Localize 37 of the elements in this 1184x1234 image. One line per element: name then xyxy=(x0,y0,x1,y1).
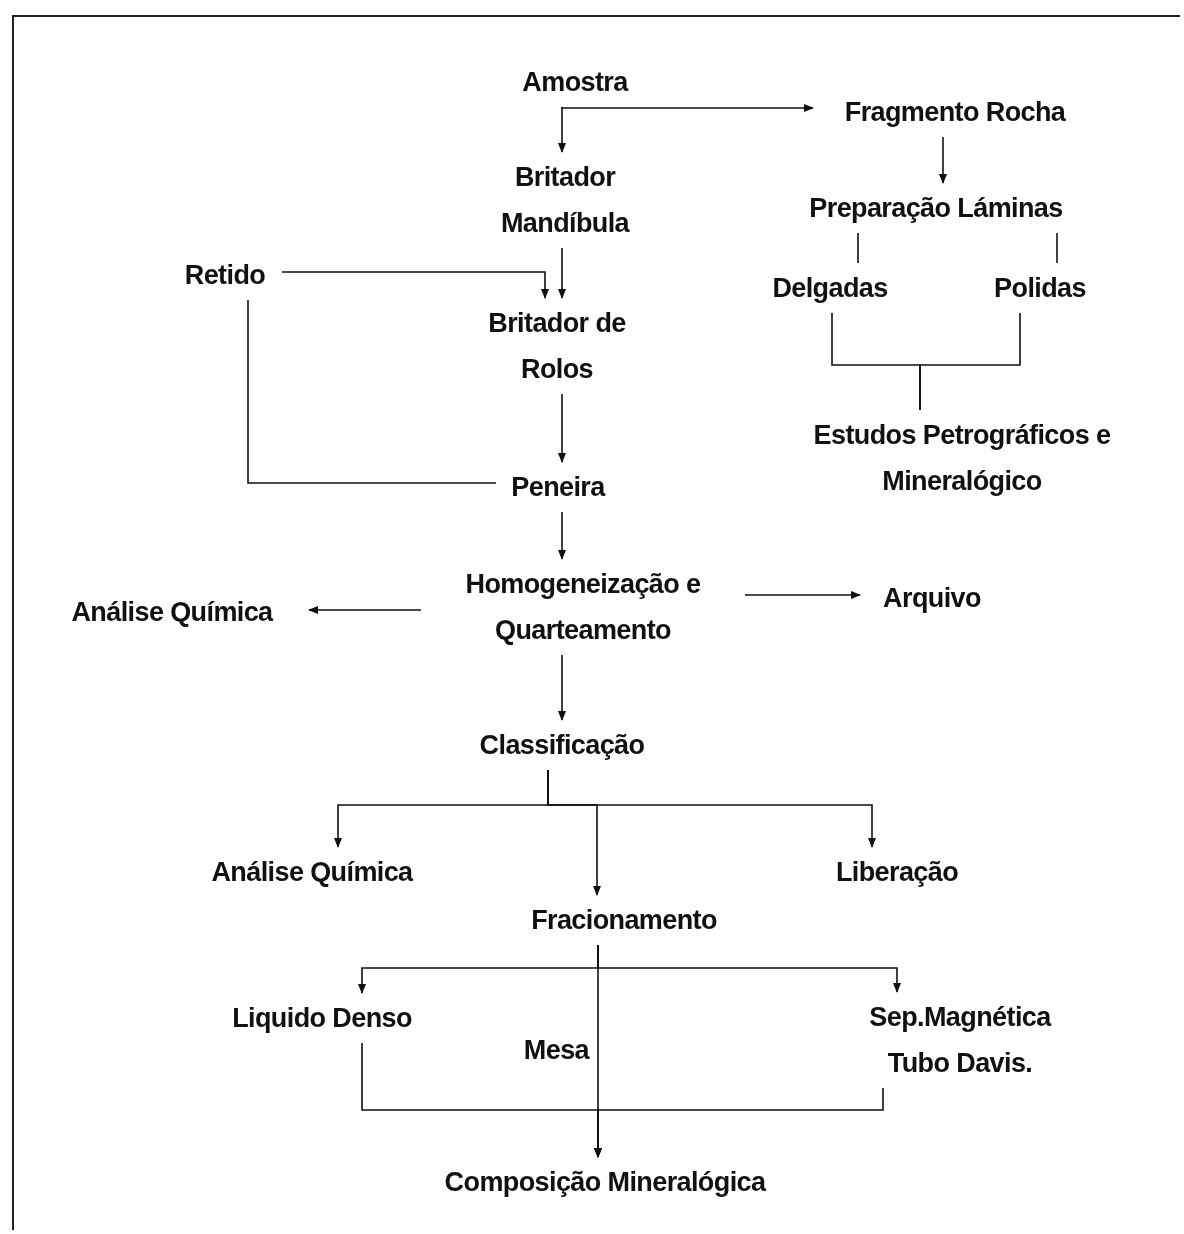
node-label: Liberação xyxy=(835,856,959,889)
node-label: Homogeneização e Quarteamento xyxy=(464,568,702,647)
node-label: Retido xyxy=(184,259,266,292)
node-label: Preparação Láminas xyxy=(809,192,1063,225)
node-label: Britador de Rolos xyxy=(487,307,627,386)
node-label: Delgadas xyxy=(772,272,888,305)
node-label: Britador Mandíbula xyxy=(499,161,631,240)
arrow xyxy=(281,271,549,299)
node-label: Liquido Denso xyxy=(232,1002,412,1035)
node-label: Peneira xyxy=(511,471,605,504)
connector-line xyxy=(1056,232,1058,264)
node-label: Classificação xyxy=(479,729,645,762)
node-label: Polidas xyxy=(994,272,1086,305)
node-label: Tubo Davis. xyxy=(887,1047,1033,1080)
arrow xyxy=(744,591,861,599)
arrow xyxy=(558,106,566,153)
node-label: Análise Química xyxy=(211,856,413,889)
node-label: Estudos Petrográficos e Mineralógico xyxy=(812,419,1112,498)
node-label: Composição Mineralógica xyxy=(444,1166,766,1199)
arrow xyxy=(558,247,566,299)
node-label: Fragmento Rocha xyxy=(844,96,1066,129)
arrow xyxy=(939,136,947,184)
node-label: Arquivo xyxy=(883,582,981,615)
arrow xyxy=(558,393,566,463)
arrow xyxy=(558,511,566,560)
node-label: Sep.Magnética xyxy=(869,1001,1051,1034)
arrow xyxy=(547,769,876,848)
arrow xyxy=(561,104,814,112)
arrow xyxy=(558,654,566,721)
connector-line xyxy=(857,232,859,264)
arrow xyxy=(594,1087,884,1158)
node-label: Amostra xyxy=(522,66,628,99)
connector-line xyxy=(247,299,497,484)
node-label: Análise Química xyxy=(71,596,273,629)
connector-line xyxy=(919,312,1021,411)
node-label: Fracionamento xyxy=(531,904,717,937)
arrow xyxy=(308,606,422,614)
